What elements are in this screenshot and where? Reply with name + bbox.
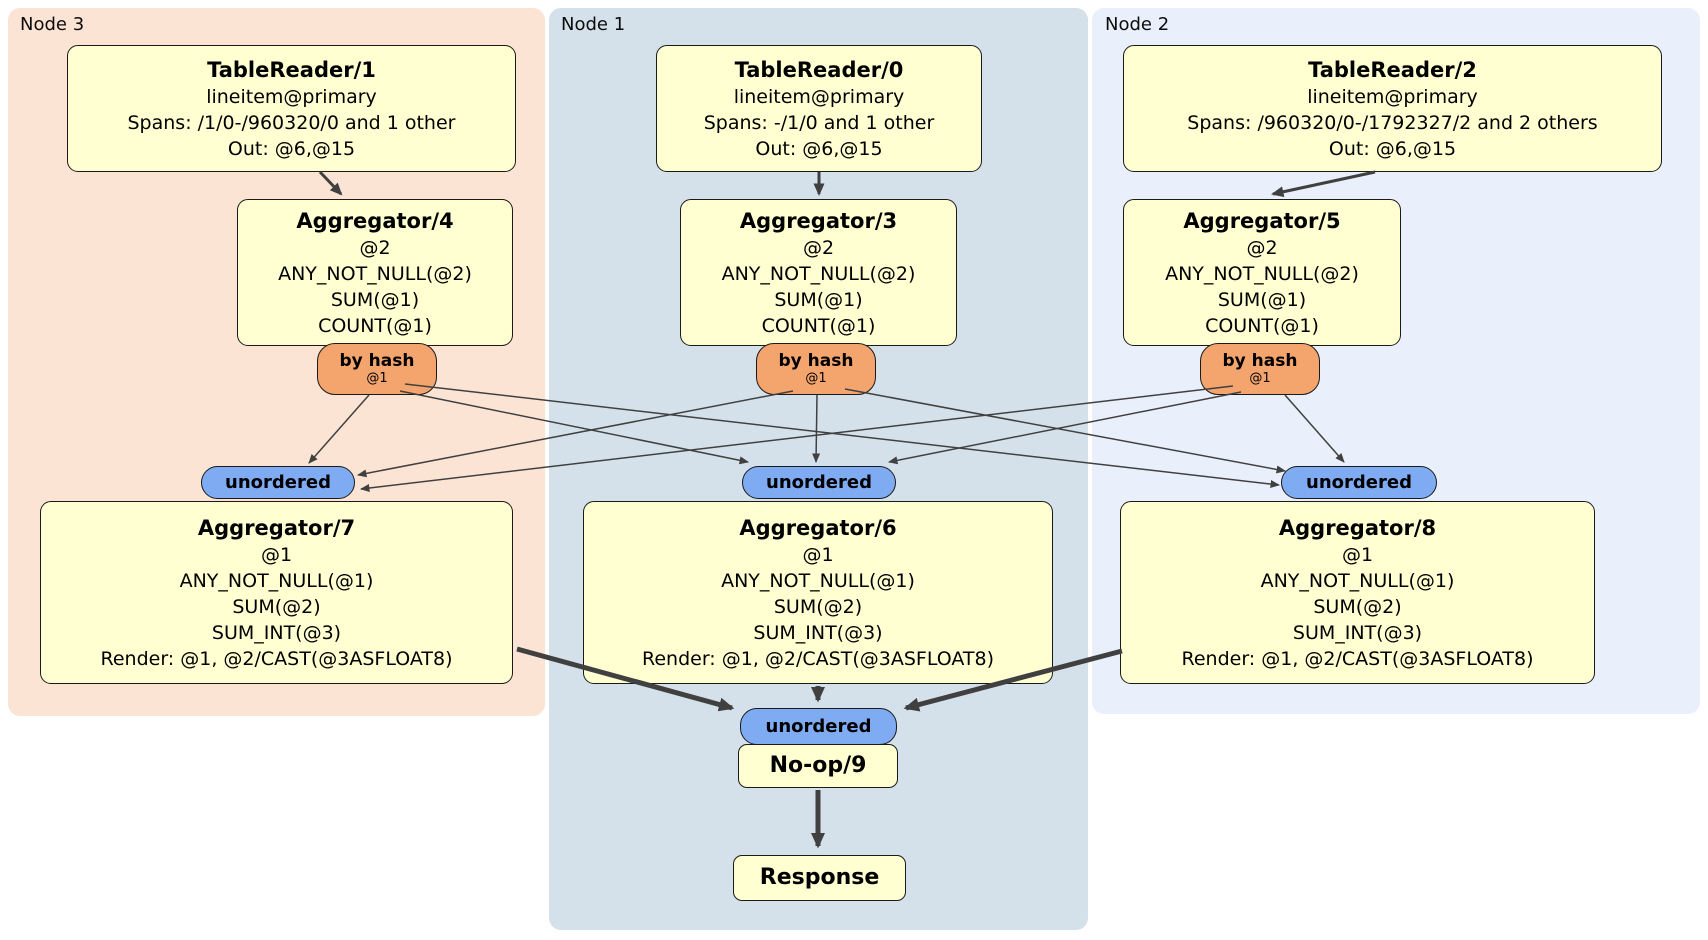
stream-label: unordered bbox=[765, 715, 872, 737]
box-line: Spans: /960320/0-/1792327/2 and 2 others bbox=[1187, 111, 1598, 134]
box-line: COUNT(@1) bbox=[1205, 314, 1319, 337]
box-title: Aggregator/7 bbox=[197, 515, 356, 540]
box-line: lineitem@primary bbox=[1307, 85, 1478, 108]
box-line: ANY_NOT_NULL(@1) bbox=[721, 569, 915, 592]
box-line: ANY_NOT_NULL(@1) bbox=[179, 569, 374, 592]
box-line: @1 bbox=[1341, 543, 1374, 566]
box-line: Render: @1, @2/CAST(@3ASFLOAT8) bbox=[1181, 647, 1534, 670]
box-title: Aggregator/5 bbox=[1183, 208, 1341, 233]
box-line: @1 bbox=[802, 543, 834, 566]
box-line: ANY_NOT_NULL(@2) bbox=[721, 262, 916, 285]
stream-label: unordered bbox=[1306, 471, 1412, 493]
router-detail: @1 bbox=[366, 371, 388, 386]
stream-label: unordered bbox=[766, 471, 872, 493]
tablereader-1-box: TableReader/1 lineitem@primary Spans: /1… bbox=[67, 45, 516, 172]
hash-router-pill-node1: by hash @1 bbox=[756, 343, 876, 395]
router-label: by hash bbox=[778, 351, 854, 371]
router-detail: @1 bbox=[805, 371, 827, 386]
box-line: SUM(@2) bbox=[232, 595, 321, 618]
box-title: TableReader/1 bbox=[207, 57, 376, 82]
aggregator-3-box: Aggregator/3 @2 ANY_NOT_NULL(@2) SUM(@1)… bbox=[680, 199, 957, 346]
box-line: Out: @6,@15 bbox=[227, 137, 356, 160]
unordered-pill-node3: unordered bbox=[201, 466, 355, 499]
box-line: @2 bbox=[1246, 236, 1278, 259]
noop-9-box: No-op/9 bbox=[738, 744, 898, 788]
box-line: lineitem@primary bbox=[733, 85, 905, 108]
hash-router-pill-node3: by hash @1 bbox=[317, 343, 437, 395]
box-line: SUM(@1) bbox=[1217, 288, 1307, 311]
unordered-pill-final: unordered bbox=[740, 708, 897, 745]
box-line: SUM_INT(@3) bbox=[211, 621, 342, 644]
box-line: ANY_NOT_NULL(@1) bbox=[1260, 569, 1455, 592]
box-line: SUM(@2) bbox=[1313, 595, 1402, 618]
box-line: SUM_INT(@3) bbox=[753, 621, 883, 644]
unordered-pill-node2: unordered bbox=[1281, 466, 1437, 499]
aggregator-4-box: Aggregator/4 @2 ANY_NOT_NULL(@2) SUM(@1)… bbox=[237, 199, 513, 346]
aggregator-7-box: Aggregator/7 @1 ANY_NOT_NULL(@1) SUM(@2)… bbox=[40, 501, 513, 684]
box-line: SUM(@2) bbox=[773, 595, 863, 618]
box-line: Out: @6,@15 bbox=[755, 137, 883, 160]
box-line: @2 bbox=[802, 236, 835, 259]
router-detail: @1 bbox=[1249, 371, 1271, 386]
box-line: COUNT(@1) bbox=[761, 314, 876, 337]
stream-label: unordered bbox=[225, 471, 331, 493]
hash-router-pill-node2: by hash @1 bbox=[1200, 343, 1320, 395]
box-title: Response bbox=[759, 865, 880, 890]
aggregator-6-box: Aggregator/6 @1 ANY_NOT_NULL(@1) SUM(@2)… bbox=[583, 501, 1053, 684]
box-line: Spans: /1/0-/960320/0 and 1 other bbox=[127, 111, 456, 134]
box-line: Spans: -/1/0 and 1 other bbox=[703, 111, 935, 134]
aggregator-8-box: Aggregator/8 @1 ANY_NOT_NULL(@1) SUM(@2)… bbox=[1120, 501, 1595, 684]
box-line: ANY_NOT_NULL(@2) bbox=[278, 262, 472, 285]
unordered-pill-node1: unordered bbox=[742, 466, 896, 499]
box-title: Aggregator/8 bbox=[1278, 515, 1437, 540]
box-line: @1 bbox=[260, 543, 293, 566]
box-line: COUNT(@1) bbox=[318, 314, 432, 337]
router-label: by hash bbox=[1222, 351, 1298, 371]
node3-label: Node 3 bbox=[20, 14, 85, 35]
box-line: lineitem@primary bbox=[206, 85, 377, 108]
box-line: Render: @1, @2/CAST(@3ASFLOAT8) bbox=[642, 647, 994, 670]
aggregator-5-box: Aggregator/5 @2 ANY_NOT_NULL(@2) SUM(@1)… bbox=[1123, 199, 1401, 346]
box-line: SUM(@1) bbox=[330, 288, 420, 311]
box-line: @2 bbox=[359, 236, 391, 259]
tablereader-2-box: TableReader/2 lineitem@primary Spans: /9… bbox=[1123, 45, 1662, 172]
box-line: Render: @1, @2/CAST(@3ASFLOAT8) bbox=[100, 647, 453, 670]
tablereader-0-box: TableReader/0 lineitem@primary Spans: -/… bbox=[656, 45, 982, 172]
box-title: Aggregator/6 bbox=[739, 515, 897, 540]
router-label: by hash bbox=[339, 351, 415, 371]
box-title: TableReader/0 bbox=[734, 57, 904, 82]
box-line: SUM_INT(@3) bbox=[1292, 621, 1423, 644]
node1-label: Node 1 bbox=[561, 14, 626, 35]
box-line: ANY_NOT_NULL(@2) bbox=[1165, 262, 1359, 285]
response-box: Response bbox=[733, 855, 906, 901]
box-title: No-op/9 bbox=[769, 753, 867, 778]
box-title: Aggregator/3 bbox=[739, 208, 898, 233]
node2-label: Node 2 bbox=[1105, 14, 1170, 35]
box-line: SUM(@1) bbox=[774, 288, 863, 311]
box-title: TableReader/2 bbox=[1308, 57, 1477, 82]
box-title: Aggregator/4 bbox=[296, 208, 454, 233]
box-line: Out: @6,@15 bbox=[1328, 137, 1457, 160]
